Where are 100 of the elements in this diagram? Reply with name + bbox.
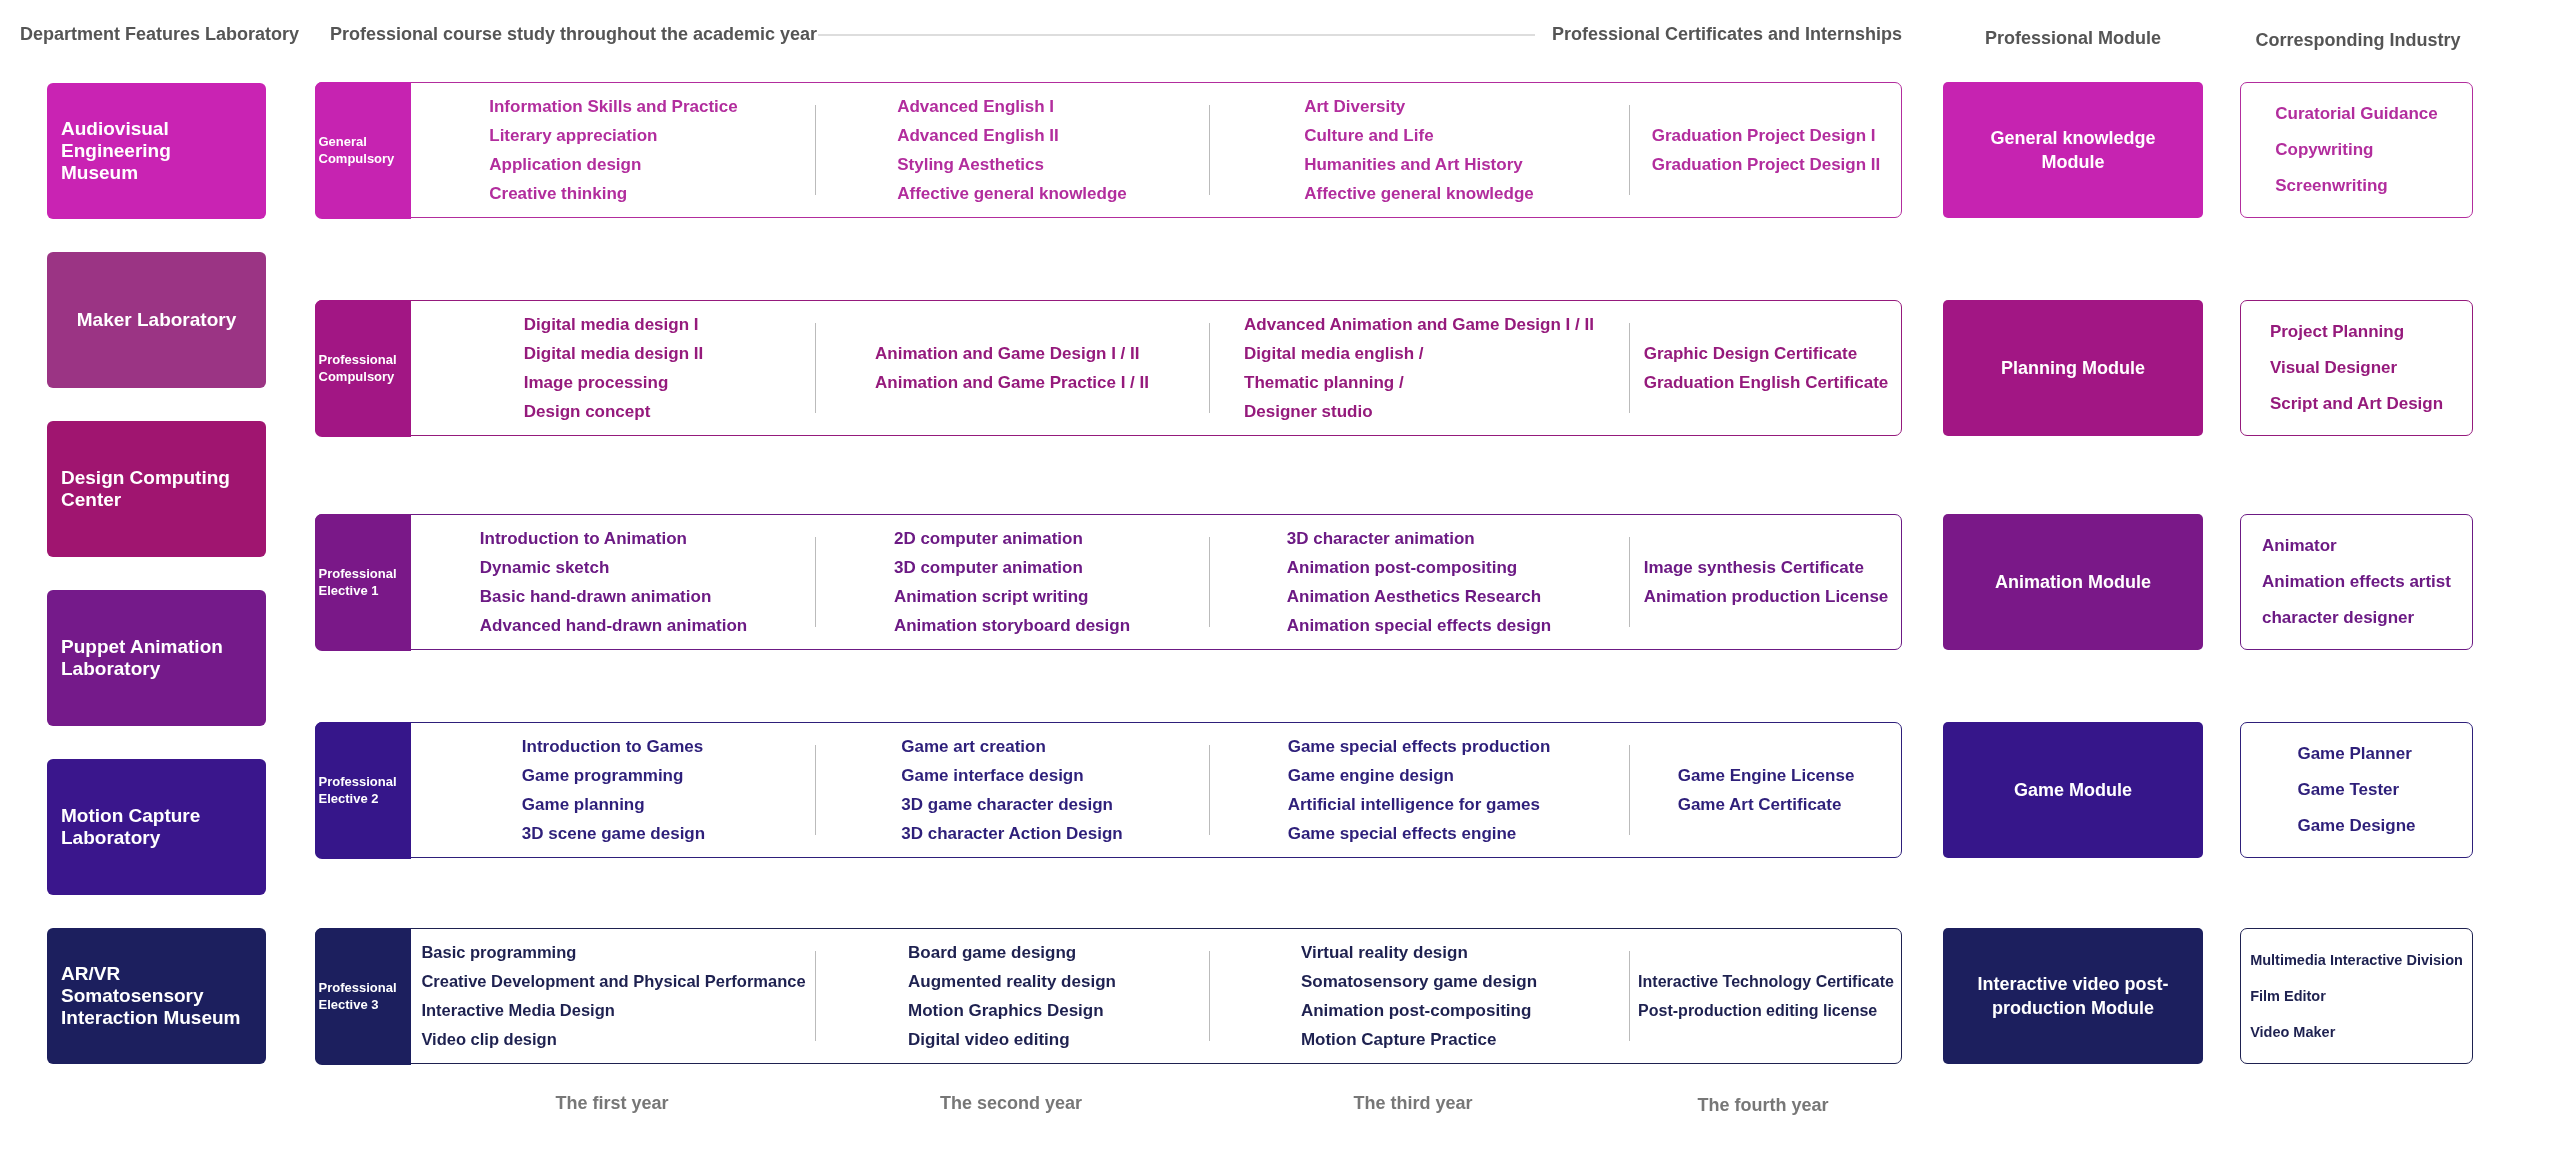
course-name: Advanced English II [897, 125, 1060, 147]
course-name: Virtual reality design [1300, 942, 1469, 964]
industry-name: character designer [2262, 607, 2416, 629]
course-name: Advanced English I [897, 96, 1055, 118]
course-name: Game interface design [901, 765, 1085, 787]
course-name: Culture and Life [1304, 125, 1435, 147]
course-name: Board game designg [908, 942, 1078, 964]
course-name: Animation post-compositing [1286, 557, 1519, 579]
course-name: Humanities and Art History [1304, 154, 1524, 176]
certificate-name: Post-production editing license [1638, 1001, 1879, 1021]
course-name: 3D game character design [901, 794, 1114, 816]
industry-box [2240, 300, 2473, 436]
category-name: Professional Elective 2 [318, 773, 398, 807]
industry-box [2240, 722, 2473, 858]
course-name: 3D scene game design [521, 823, 706, 845]
course-name: Somatosensory game design [1300, 971, 1538, 993]
course-name: Game planning [521, 794, 646, 816]
lab-box [47, 590, 266, 726]
certificate-name: Graduation Project Design I [1651, 125, 1877, 147]
course-name: Game special effects engine [1287, 823, 1518, 845]
course-row-box [315, 928, 1902, 1064]
module-box [1943, 722, 2203, 858]
lab-name: Audiovisual Engineering Museum [61, 118, 172, 184]
category-name: Professional Compulsory [318, 351, 398, 385]
course-name: 3D computer animation [893, 557, 1084, 579]
course-name: Game programming [521, 765, 685, 787]
year-label: The third year [1353, 1092, 1473, 1115]
module-box [1943, 82, 2203, 218]
module-name: Animation Module [1995, 571, 2151, 594]
category-tab [314, 927, 411, 1065]
category-name: General Compulsory [318, 133, 396, 167]
course-name: Dynamic sketch [479, 557, 611, 579]
industry-name: Project Planning [2269, 321, 2406, 343]
category-name: Professional Elective 3 [318, 979, 398, 1013]
column-heading: Professional course study throughout the academic year [330, 23, 818, 46]
course-name: Styling Aesthetics [897, 154, 1045, 176]
course-name: Advanced Animation and Game Design I / II [1244, 314, 1594, 336]
module-box [1943, 928, 2203, 1064]
lab-name: AR/VR Somatosensory Interaction Museum [61, 963, 242, 1029]
course-name: Game art creation [901, 736, 1047, 758]
certificate-name: Graduation English Certificate [1643, 372, 1889, 394]
course-name: Animation script writing [893, 586, 1090, 608]
course-name: Animation and Game Practice I / II [875, 372, 1149, 394]
course-name: Animation and Game Design I / II [875, 343, 1141, 365]
year-label: The first year [555, 1092, 669, 1115]
year-label: The fourth year [1697, 1094, 1829, 1117]
course-name: Image processing [523, 372, 670, 394]
course-name: Affective general knowledge [897, 183, 1127, 205]
course-name: Information Skills and Practice [489, 96, 738, 118]
certificate-name: Image synthesis Certificate [1643, 557, 1865, 579]
certificate-name: Interactive Technology Certificate [1638, 972, 1894, 992]
course-name: Art Diversity [1304, 96, 1407, 118]
category-tab [314, 721, 411, 859]
course-name: Motion Graphics Design [908, 1000, 1105, 1022]
course-name: Affective general knowledge [1304, 183, 1534, 205]
course-row-box [315, 300, 1902, 436]
industry-box [2240, 928, 2473, 1064]
industry-name: Visual Designer [2269, 357, 2399, 379]
lab-box [47, 928, 266, 1064]
course-name: Artificial intelligence for games [1287, 794, 1541, 816]
column-heading: Corresponding Industry [2255, 29, 2461, 52]
course-name: Animation Aesthetics Research [1286, 586, 1543, 608]
module-box [1943, 300, 2203, 436]
industry-name: Animator [2262, 535, 2338, 557]
module-name: Planning Module [2001, 357, 2145, 380]
course-name: Thematic planning / [1244, 372, 1405, 394]
industry-name: Game Planner [2297, 743, 2413, 765]
lab-box [47, 252, 266, 388]
course-name: Application design [489, 154, 643, 176]
module-name: Interactive video post-production Module [1976, 973, 2170, 1020]
course-name: Design concept [523, 401, 652, 423]
course-row-box [315, 722, 1902, 858]
column-heading: Department Features Laboratory [20, 23, 300, 46]
course-name: Creative thinking [489, 183, 629, 205]
lab-name: Puppet Animation Laboratory [61, 636, 224, 680]
category-tab [314, 299, 411, 437]
course-name: Animation post-compositing [1300, 1000, 1533, 1022]
industry-name: Copywriting [2275, 139, 2375, 161]
lab-name: Motion Capture Laboratory [61, 805, 202, 849]
year-label: The second year [939, 1092, 1083, 1115]
course-name: Creative Development and Physical Performance [421, 971, 806, 992]
industry-name: Game Tester [2297, 779, 2401, 801]
certificate-name: Animation production License [1643, 586, 1889, 608]
course-name: Designer studio [1244, 401, 1374, 423]
course-name: Video clip design [421, 1029, 558, 1050]
course-name: 3D character Action Design [901, 823, 1123, 845]
course-name: Introduction to Animation [479, 528, 688, 550]
course-name: Interactive Media Design [421, 1000, 616, 1021]
category-name: Professional Elective 1 [318, 565, 398, 599]
industry-name: Video Maker [2250, 1023, 2337, 1042]
course-name: Basic hand-drawn animation [479, 586, 713, 608]
course-name: Augmented reality design [908, 971, 1116, 993]
course-name: Motion Capture Practice [1300, 1029, 1498, 1051]
lab-box [47, 83, 266, 219]
course-name: Digital media design I [523, 314, 700, 336]
module-name: Game Module [2014, 779, 2132, 802]
industry-name: Script and Art Design [2269, 393, 2444, 415]
certificate-name: Graphic Design Certificate [1643, 343, 1859, 365]
course-name: Animation special effects design [1286, 615, 1552, 637]
course-name: 2D computer animation [893, 528, 1084, 550]
